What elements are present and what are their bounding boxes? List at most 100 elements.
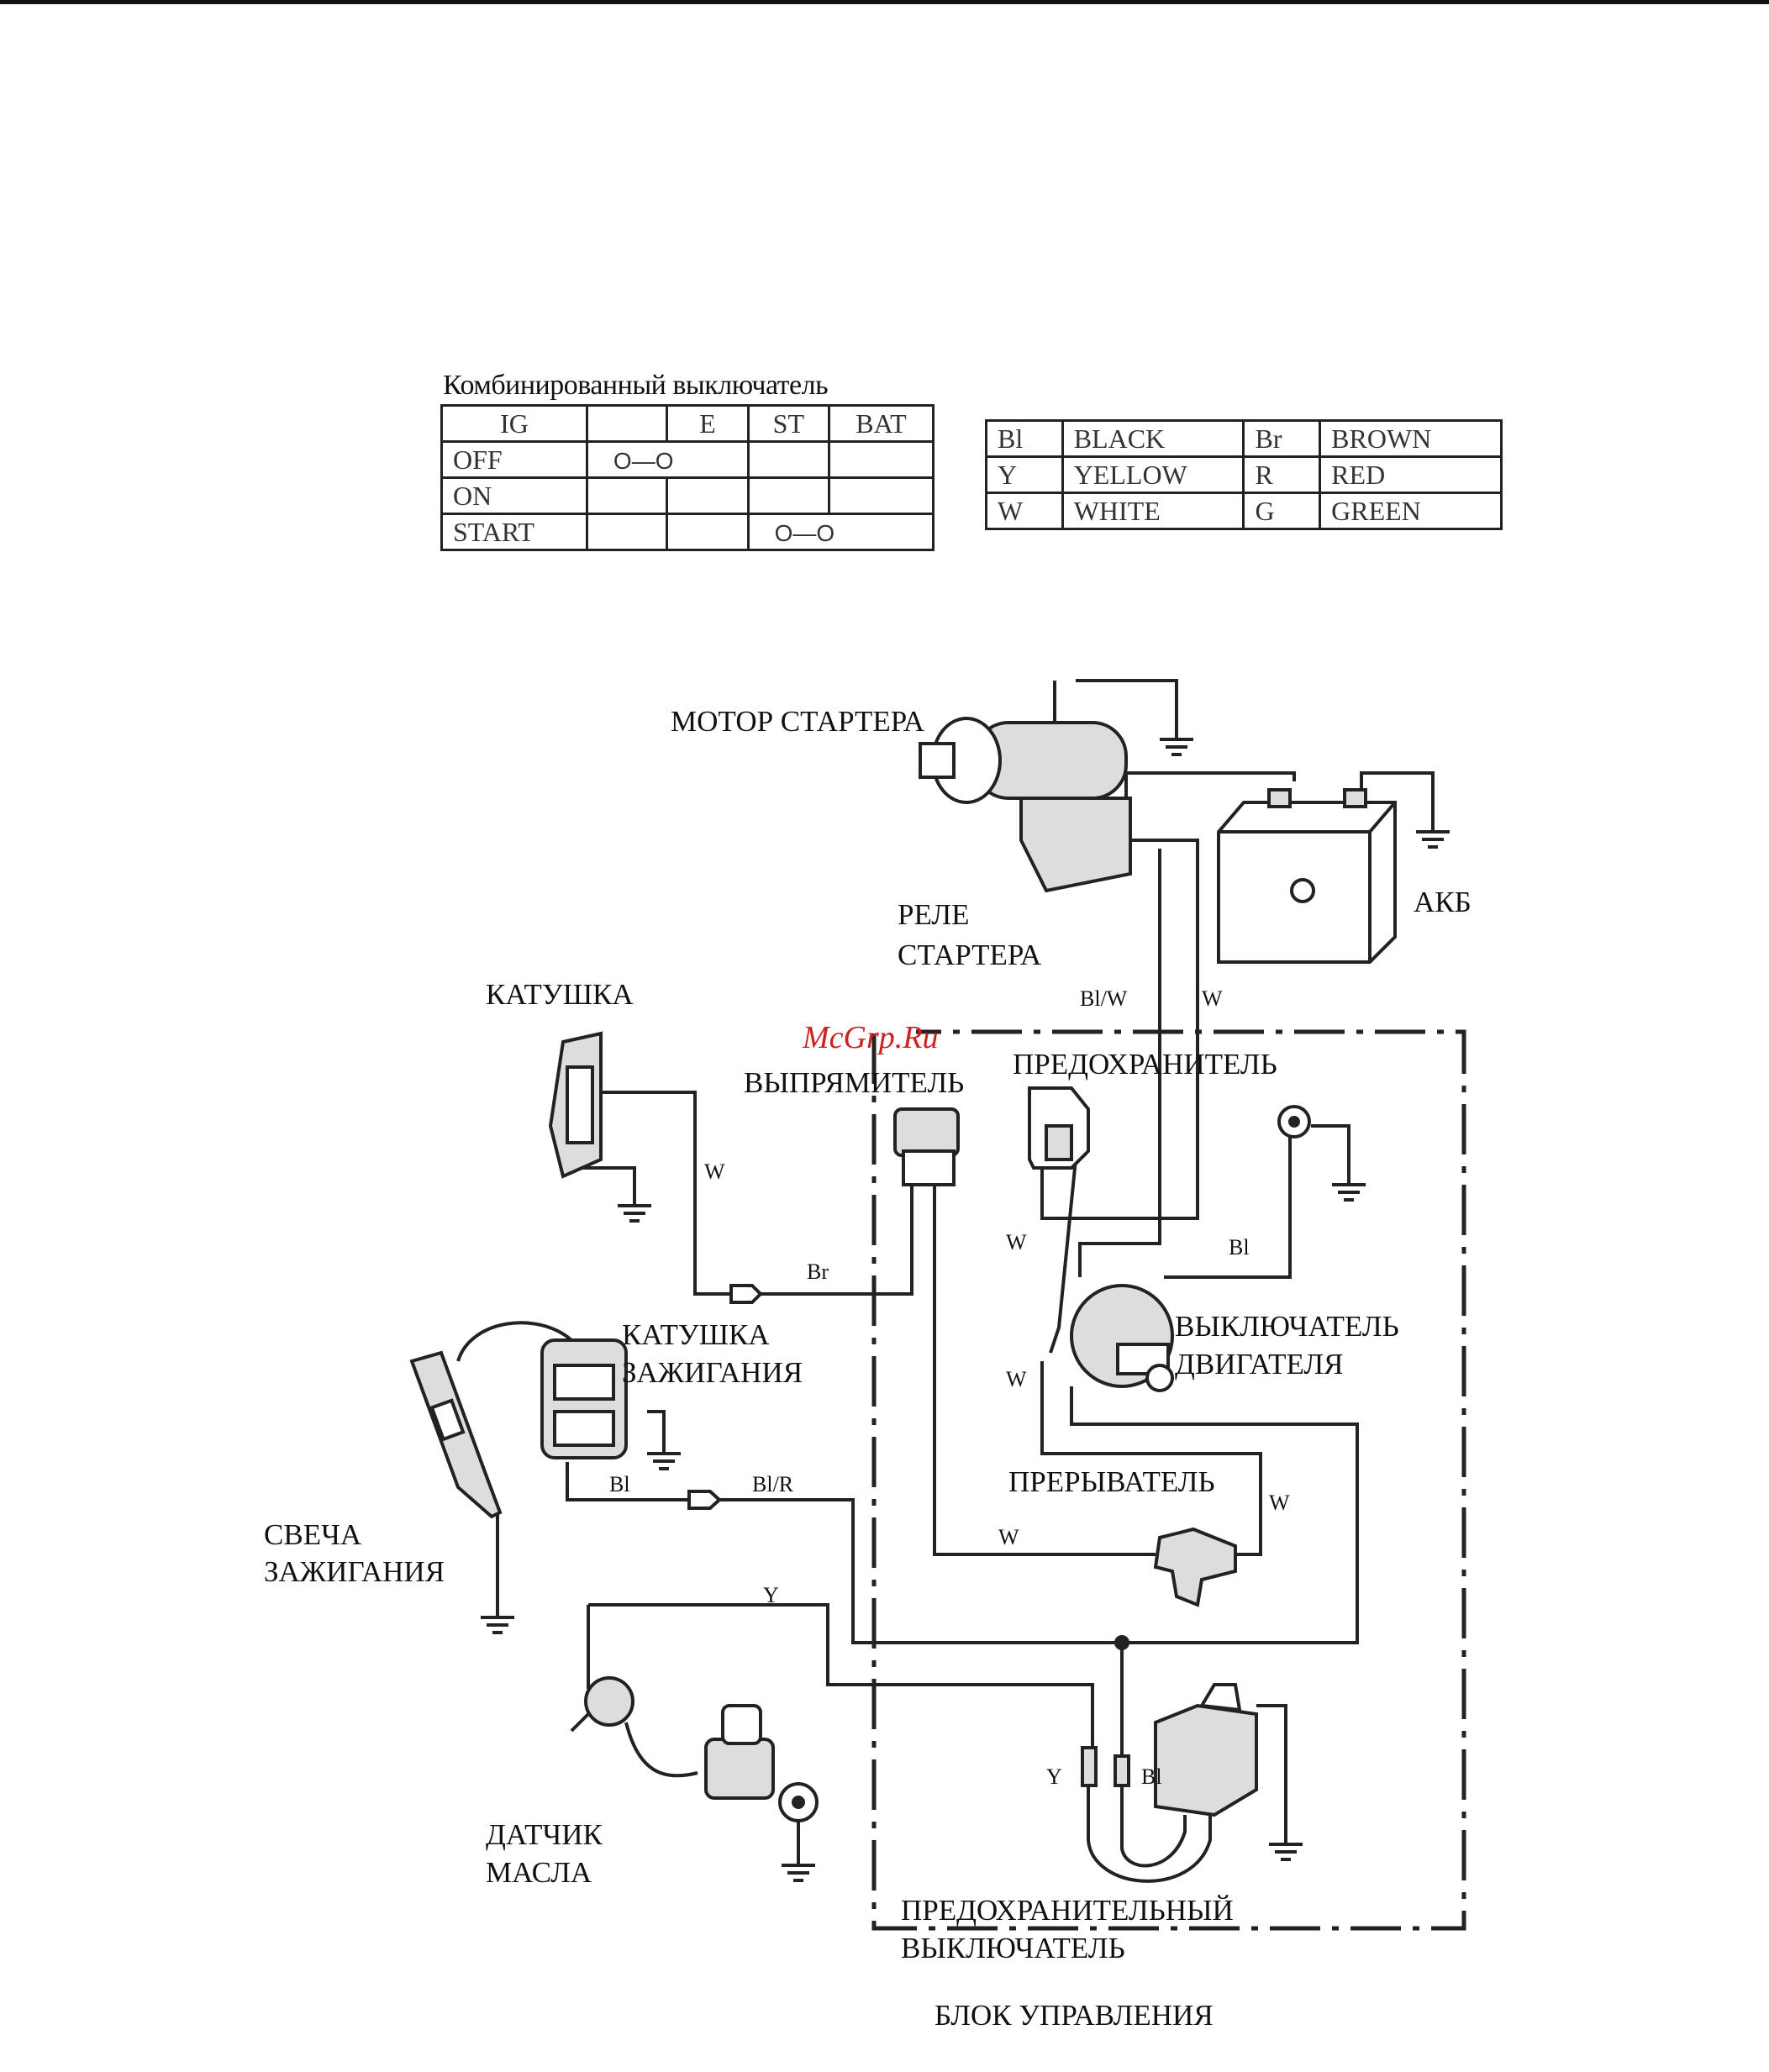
- header-e: E: [666, 404, 750, 443]
- ground-symbol: [1414, 805, 1451, 849]
- br-wire: [761, 1176, 913, 1296]
- wire-color-table: Bl BLACK Br BROWN Y YELLOW R RED W WHITE…: [985, 419, 1503, 530]
- color-name: BLACK: [1061, 419, 1245, 458]
- junction-dot: [1114, 1635, 1129, 1650]
- switch-blr-wire: [719, 1386, 1359, 1644]
- coil-ground-wire: [571, 1166, 636, 1181]
- relay-battery-wire: [1124, 771, 1296, 798]
- row-label-on: ON: [440, 476, 588, 515]
- ground-stud-wire: [1311, 1124, 1350, 1160]
- coil: [548, 1031, 603, 1179]
- label-safety-switch-1: ПРЕДОХРАНИТЕЛЬНЫЙ: [901, 1894, 1234, 1927]
- oil-y-wire: [588, 1603, 1094, 1748]
- wire-label-w: W: [1202, 986, 1223, 1011]
- label-oil-sensor-1: ДАТЧИК: [486, 1818, 603, 1851]
- row-label-off: OFF: [440, 440, 588, 479]
- fuse: [1028, 1086, 1090, 1170]
- label-engine-switch-1: ВЫКЛЮЧАТЕЛЬ: [1175, 1310, 1399, 1343]
- label-spark-plug-1: СВЕЧА: [264, 1518, 362, 1551]
- fuse-switch-wire: [1049, 1159, 1077, 1354]
- color-code: Y: [985, 455, 1064, 494]
- combination-switch-table: IG E ST BAT OFF O—O ON START O—O: [440, 404, 935, 551]
- label-ignition-coil-2: ЗАЖИГАНИЯ: [622, 1356, 803, 1389]
- wire-label-bl: Bl: [1229, 1235, 1250, 1260]
- header-ig: IG: [440, 404, 588, 443]
- label-ignition-coil-1: КАТУШКА: [622, 1318, 770, 1351]
- label-starter-motor: МОТОР СТАРТЕРА: [671, 705, 925, 738]
- label-engine-switch-2: ДВИГАТЕЛЯ: [1175, 1348, 1344, 1380]
- wire-label-bl-w: Bl/W: [1080, 986, 1128, 1011]
- spark-plug: [409, 1350, 503, 1519]
- battery-ground-wire: [1360, 771, 1435, 807]
- table-row: OFF O—O: [440, 440, 935, 479]
- table-row: W WHITE G GREEN: [985, 492, 1503, 530]
- ground-symbol: [1330, 1158, 1367, 1202]
- breaker: [1153, 1527, 1237, 1607]
- header-blank: [585, 404, 669, 443]
- wire-label-w: W: [1006, 1230, 1027, 1254]
- wire-label-w: W: [1006, 1367, 1027, 1391]
- wire-label-bl: Bl: [1141, 1764, 1162, 1789]
- color-name: YELLOW: [1061, 455, 1245, 494]
- w-wire: [1040, 839, 1199, 1220]
- label-battery: АКБ: [1414, 886, 1472, 918]
- rectifier-breaker-wire: [933, 1176, 1156, 1556]
- ignition-bl-wire: [566, 1462, 689, 1501]
- contact-symbol: O—O: [613, 447, 674, 474]
- label-safety-switch-2: ВЫКЛЮЧАТЕЛЬ: [901, 1932, 1125, 1964]
- table-header-row: IG E ST BAT: [440, 404, 935, 443]
- color-code: W: [985, 492, 1064, 530]
- connector: [687, 1490, 722, 1510]
- label-spark-plug-2: ЗАЖИГАНИЯ: [264, 1555, 445, 1588]
- label-starter-relay-2: СТАРТЕРА: [898, 939, 1042, 971]
- ground-symbol: [479, 1591, 516, 1634]
- label-control-box: БЛОК УПРАВЛЕНИЯ: [935, 1999, 1214, 2032]
- ground-symbol: [780, 1838, 817, 1882]
- ignition-coil: [456, 1321, 628, 1459]
- color-name: BROWN: [1319, 419, 1503, 458]
- header-st: ST: [746, 404, 831, 443]
- color-code: G: [1242, 492, 1322, 530]
- blw-wire: [1078, 849, 1161, 1277]
- ground-stud: [1277, 1105, 1311, 1139]
- safety-switch: [1081, 1683, 1258, 1883]
- color-code: Br: [1242, 419, 1322, 458]
- contact-ig-e: O—O: [585, 440, 750, 479]
- wire-label-bl: Bl: [609, 1472, 630, 1496]
- table-row: START O—O: [440, 513, 935, 551]
- ground-symbol: [1267, 1817, 1304, 1861]
- label-starter-relay-1: РЕЛЕ: [898, 898, 970, 931]
- safety-ground-wire: [1256, 1704, 1287, 1819]
- watermark-text: McGrp.Ru: [802, 1020, 938, 1055]
- table-row: ON: [440, 476, 935, 515]
- wire-label-w: W: [704, 1160, 725, 1184]
- table-row: Bl BLACK Br BROWN: [985, 419, 1503, 458]
- top-border-bar: [0, 0, 1769, 4]
- color-code: Bl: [985, 419, 1064, 458]
- wire-label-bl-r: Bl/R: [752, 1472, 794, 1496]
- ground-bl-wire: [1164, 1126, 1292, 1279]
- color-name: RED: [1319, 455, 1503, 494]
- wire-label-w: W: [1269, 1491, 1290, 1515]
- ground-symbol: [616, 1179, 653, 1223]
- label-rectifier: ВЫПРЯМИТЕЛЬ: [744, 1066, 964, 1099]
- rectifier: [893, 1107, 960, 1186]
- label-coil: КАТУШКА: [486, 978, 634, 1011]
- ground-symbol: [645, 1427, 682, 1470]
- wire-label-br: Br: [807, 1260, 829, 1284]
- wire-label-y: Y: [1046, 1764, 1062, 1789]
- wires: [496, 679, 1435, 1840]
- starter-motor: [919, 717, 1132, 893]
- color-name: GREEN: [1319, 492, 1503, 530]
- contact-on: [828, 476, 935, 515]
- oil-sensor: [570, 1676, 819, 1822]
- ground-symbol: [1158, 713, 1195, 756]
- color-code: R: [1242, 455, 1322, 494]
- coil-w-wire: [601, 1091, 731, 1296]
- connector: [729, 1284, 763, 1304]
- label-breaker: ПРЕРЫВАТЕЛЬ: [1008, 1465, 1215, 1498]
- wire-label-w: W: [998, 1525, 1019, 1549]
- contact-symbol: O—O: [774, 519, 835, 546]
- control-box-border: [871, 1029, 1466, 1931]
